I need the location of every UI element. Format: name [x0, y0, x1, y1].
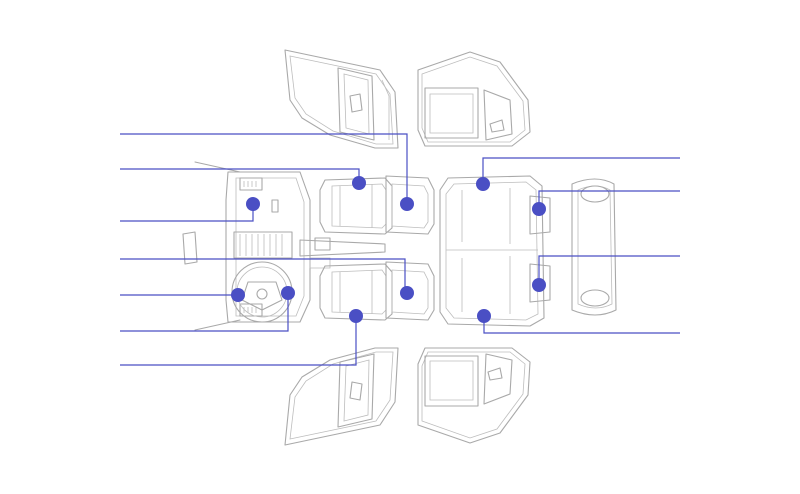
callout-marker-front-door-left-switch[interactable] — [400, 197, 414, 211]
front-seat-upper — [319, 175, 435, 235]
callout-marker-passenger-seat-cushion-lower[interactable] — [231, 288, 245, 302]
front-door-bottom — [284, 347, 399, 446]
callout-marker-rear-seat-side-lower[interactable] — [477, 309, 491, 323]
leader-line-rear-seat-side-upper — [538, 255, 680, 285]
front-door-top — [284, 49, 399, 149]
callout-marker-rear-seat-side-upper[interactable] — [532, 278, 546, 292]
leader-line-dashboard-panel — [120, 258, 406, 293]
callout-marker-driver-seat-front[interactable] — [352, 176, 366, 190]
leader-line-steering-wheel-right — [120, 316, 357, 366]
rear-bench — [439, 175, 551, 327]
callout-marker-steering-wheel-right[interactable] — [349, 309, 363, 323]
leader-line-front-door-left-switch — [120, 133, 408, 204]
leader-line-steering-wheel-left — [120, 293, 289, 332]
callout-marker-steering-wheel-left[interactable] — [281, 286, 295, 300]
rear-door-top — [417, 51, 531, 147]
rear-door-bottom — [417, 347, 531, 444]
rear-cargo — [571, 178, 617, 316]
leader-line-passenger-seat-cushion-upper — [120, 204, 254, 222]
leader-line-driver-seat-lower — [482, 157, 680, 184]
callout-marker-passenger-seat-cushion-upper[interactable] — [246, 197, 260, 211]
callout-marker-rear-seat-upper[interactable] — [532, 202, 546, 216]
leader-line-rear-seat-side-lower — [483, 316, 680, 334]
callout-markers — [231, 176, 546, 323]
callout-marker-driver-seat-lower[interactable] — [476, 177, 490, 191]
callout-marker-dashboard-panel[interactable] — [400, 286, 414, 300]
front-seat-lower — [319, 261, 435, 321]
callout-leaders — [120, 133, 680, 366]
dashboard — [182, 161, 386, 331]
